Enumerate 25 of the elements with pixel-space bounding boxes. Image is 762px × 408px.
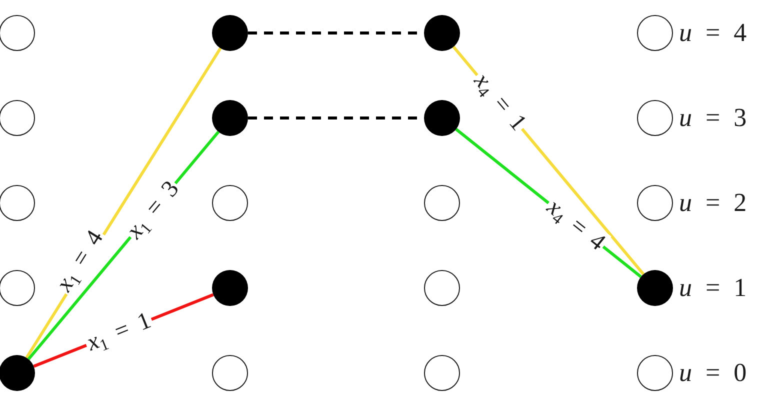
hollow-circle-node (212, 185, 248, 221)
hollow-circle-node (637, 185, 673, 221)
solid-dot-node (424, 100, 460, 136)
solid-dot-node (212, 100, 248, 136)
hollow-circle-node (424, 185, 460, 221)
hollow-circle-node (0, 15, 35, 51)
row-label: u = 1 (679, 275, 747, 301)
hollow-circle-node (0, 100, 35, 136)
hollow-circle-node (637, 15, 673, 51)
row-label: u = 3 (679, 105, 747, 131)
hollow-circle-node (424, 355, 460, 391)
hollow-circle-node (424, 270, 460, 306)
solid-dot-node (424, 15, 460, 51)
hollow-circle-node (212, 355, 248, 391)
solid-dot-node (212, 270, 248, 306)
solid-dot-node (0, 355, 35, 391)
solid-dot-node (212, 15, 248, 51)
hollow-circle-node (637, 355, 673, 391)
row-label: u = 2 (679, 190, 747, 216)
hollow-circle-node (637, 100, 673, 136)
solid-dot-node (637, 270, 673, 306)
hollow-circle-node (0, 270, 35, 306)
hollow-circle-node (0, 185, 35, 221)
row-label: u = 4 (679, 20, 747, 46)
row-label: u = 0 (679, 360, 747, 386)
